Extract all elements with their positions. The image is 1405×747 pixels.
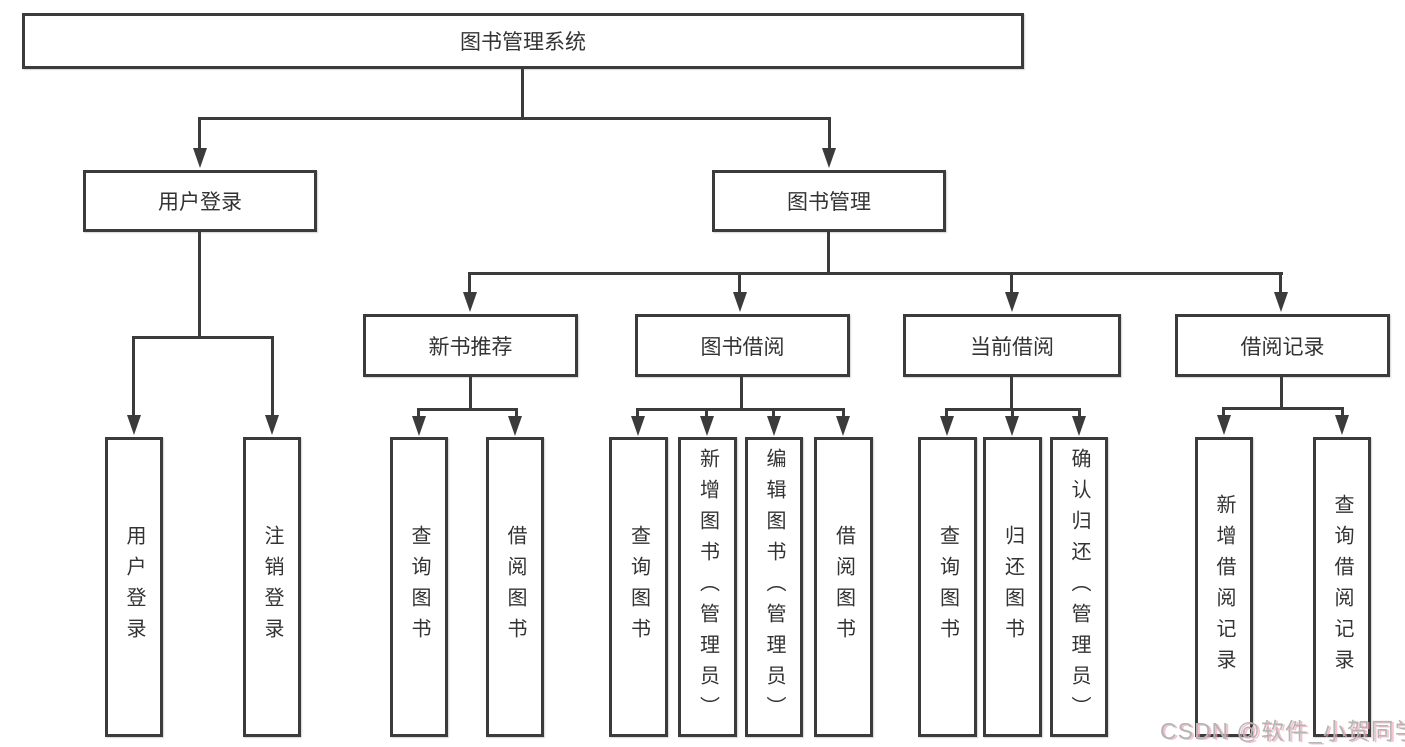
node-borrow-records: 借阅记录	[1175, 314, 1390, 377]
node-current-borrow: 当前借阅	[903, 314, 1121, 377]
connector-drop-book-borrow	[738, 272, 741, 294]
arrow-down	[463, 292, 477, 312]
arrow-down	[1274, 292, 1288, 312]
node-label: 当前借阅	[970, 335, 1054, 359]
arrow-down	[631, 416, 645, 436]
connector-drop-leaf	[1222, 407, 1225, 417]
connector-book-borrow-stem	[740, 377, 743, 411]
node-label: 新书推荐	[428, 335, 513, 359]
leaf-nbr-query-books: 查询图书	[390, 437, 448, 737]
connector-new-book-stem	[469, 377, 472, 411]
node-label: 归还图书	[1001, 525, 1024, 649]
connector-current-borrow-stem	[1010, 377, 1013, 411]
arrow-down	[1217, 415, 1231, 435]
leaf-bb-borrow-books: 借阅图书	[814, 437, 873, 737]
connector-level3-bar	[468, 272, 1283, 275]
leaf-nbr-borrow-books: 借阅图书	[486, 437, 544, 737]
connector-user-login-bar	[132, 336, 274, 339]
arrow-down	[700, 416, 714, 436]
node-book-management: 图书管理	[712, 170, 946, 232]
connector-level2-bar	[198, 117, 831, 120]
arrow-down	[193, 148, 207, 168]
connector-book-management-stem	[827, 232, 830, 275]
leaf-user-login: 用户登录	[105, 437, 163, 737]
node-label: 借阅图书	[832, 525, 855, 649]
connector-drop-borrow-records	[1279, 272, 1282, 294]
arrow-down	[733, 292, 747, 312]
connector-drop-leaf	[945, 408, 948, 418]
node-book-borrow: 图书借阅	[635, 314, 850, 377]
node-label: 图书借阅	[700, 335, 785, 359]
arrow-down	[836, 416, 850, 436]
node-label: 用户登录	[158, 191, 242, 214]
connector-drop-new-book	[468, 272, 471, 294]
node-label: 借阅图书	[504, 525, 526, 649]
connector-drop-leaf	[636, 408, 639, 418]
leaf-cb-query-books: 查询图书	[918, 437, 977, 737]
connector-drop-leaf	[417, 408, 420, 418]
node-label: 用户登录	[123, 525, 145, 649]
connector-book-borrow-bar	[636, 408, 845, 411]
leaf-bb-query-books: 查询图书	[609, 437, 668, 737]
connector-drop-leaf	[1011, 408, 1014, 418]
node-label: 新增图书（管理员）	[696, 447, 719, 727]
node-label: 查询图书	[627, 525, 650, 649]
arrow-down	[822, 148, 836, 168]
csdn-watermark: CSDN @软件_小贺同学	[1160, 718, 1405, 744]
node-label: 查询图书	[408, 525, 430, 649]
connector-drop-leaf	[271, 336, 274, 417]
node-label: 借阅记录	[1240, 335, 1325, 359]
connector-drop-user-login	[198, 117, 201, 150]
connector-drop-leaf	[1341, 407, 1344, 417]
connector-borrow-records-stem	[1280, 377, 1283, 410]
node-root: 图书管理系统	[22, 13, 1024, 69]
connector-drop-current-borrow	[1010, 272, 1013, 294]
leaf-logout: 注销登录	[243, 437, 301, 737]
connector-root-stem	[521, 69, 524, 120]
node-label: 图书管理	[787, 191, 871, 214]
node-label: 编辑图书（管理员）	[763, 447, 785, 727]
arrow-down	[412, 416, 426, 436]
arrow-down	[1335, 415, 1349, 435]
node-new-book-recommend: 新书推荐	[363, 314, 578, 377]
leaf-bb-edit-books-admin: 编辑图书（管理员）	[745, 437, 803, 737]
connector-drop-book-management	[828, 117, 831, 150]
connector-new-book-bar	[417, 408, 518, 411]
connector-drop-leaf	[515, 408, 518, 418]
leaf-cb-confirm-return-admin: 确认归还（管理员）	[1050, 437, 1108, 737]
node-label: 确认归还（管理员）	[1068, 447, 1090, 727]
arrow-down	[1072, 416, 1086, 436]
arrow-down	[1005, 292, 1019, 312]
leaf-br-query-record: 查询借阅记录	[1313, 437, 1371, 737]
connector-borrow-records-bar	[1222, 407, 1344, 410]
node-label: 注销登录	[261, 525, 283, 649]
arrow-down	[127, 415, 141, 435]
arrow-down	[508, 416, 522, 436]
leaf-bb-add-books-admin: 新增图书（管理员）	[678, 437, 737, 737]
connector-drop-leaf	[705, 408, 708, 418]
node-label: 新增借阅记录	[1213, 494, 1235, 680]
connector-drop-leaf	[1078, 408, 1081, 418]
arrow-down	[265, 415, 279, 435]
node-label: 图书管理系统	[460, 31, 586, 54]
arrow-down	[940, 416, 954, 436]
node-user-login: 用户登录	[83, 170, 317, 232]
connector-drop-leaf	[772, 408, 775, 418]
leaf-br-add-record: 新增借阅记录	[1195, 437, 1253, 737]
connector-drop-leaf	[132, 336, 135, 417]
connector-user-login-stem	[198, 232, 201, 339]
arrow-down	[1005, 416, 1019, 436]
connector-drop-leaf	[842, 408, 845, 418]
arrow-down	[767, 416, 781, 436]
node-label: 查询图书	[936, 525, 959, 649]
leaf-cb-return-books: 归还图书	[983, 437, 1042, 737]
node-label: 查询借阅记录	[1331, 494, 1353, 680]
